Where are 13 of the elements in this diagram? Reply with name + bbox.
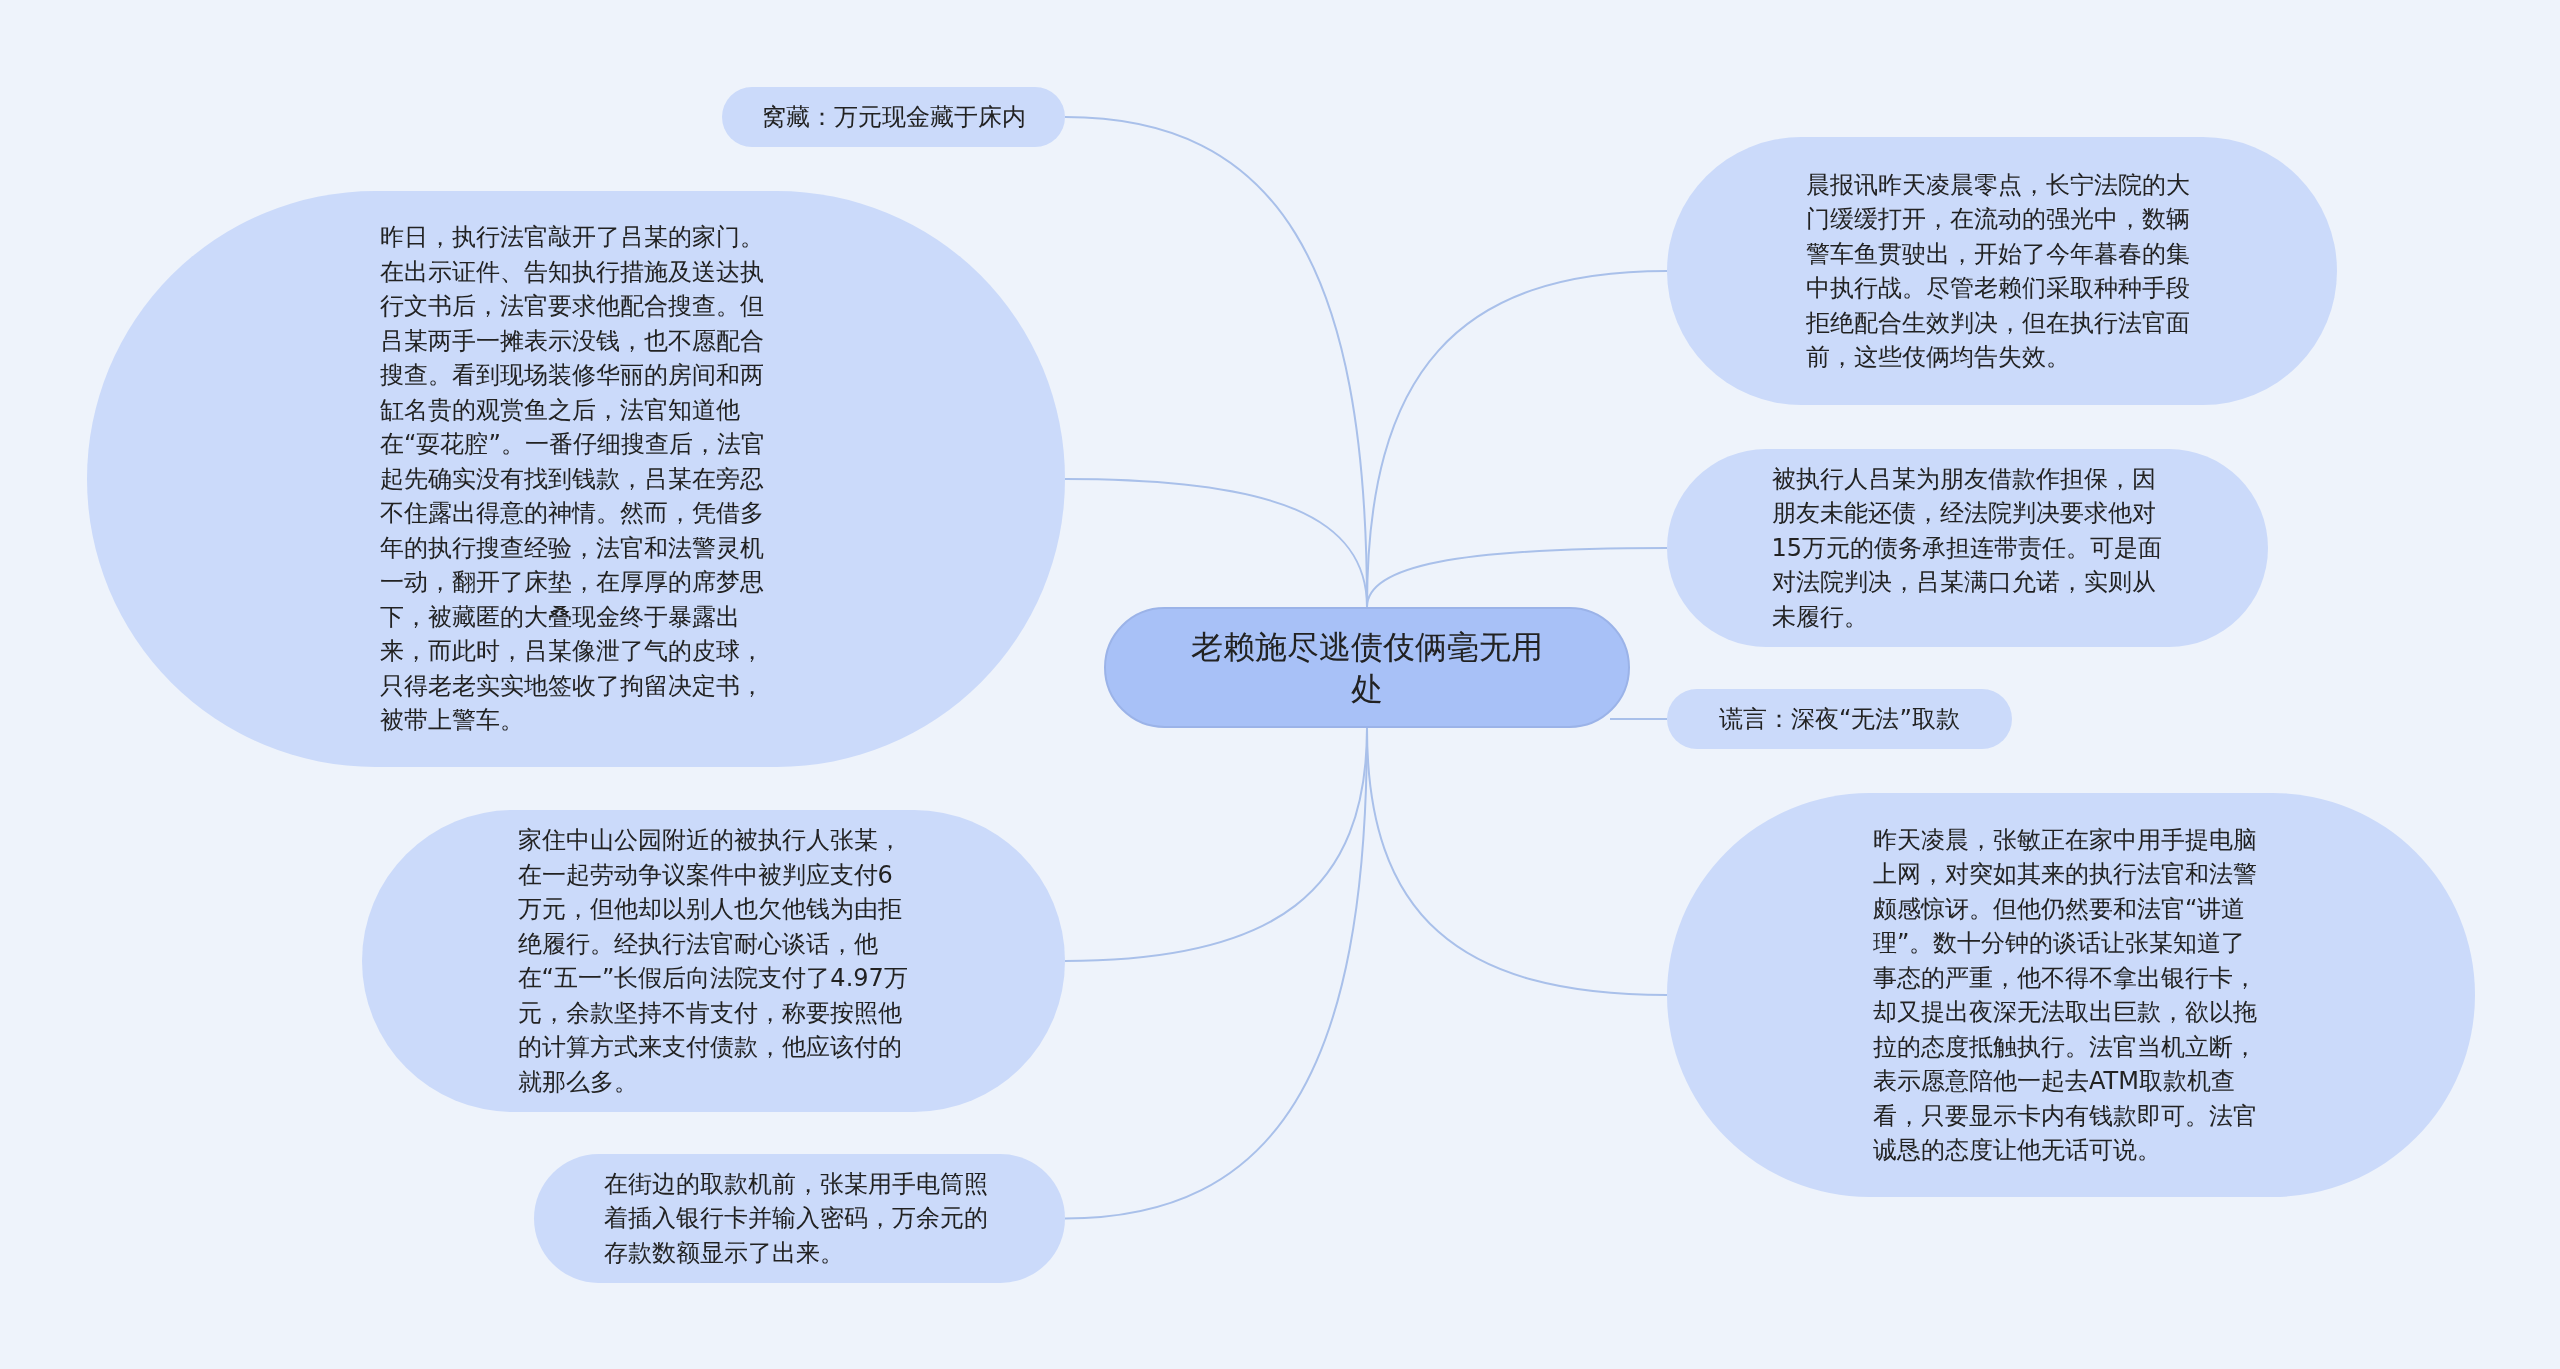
- topic-text: 窝藏：万元现金藏于床内: [761, 101, 1026, 133]
- topic-text: 昨天凌晨，张敏正在家中用手提电脑上网，对突如其来的执行法官和法警颇感惊讶。但他仍然要和法官“讲道理”。数十分钟的谈话让张某知道了事态的严重，他不得不拿出银行卡，却又提出夜深无法取出巨款，欲以拖拉的态度抵触执行。法官当机立断，表示愿意陪他一起去ATM取款机查看，只要显示卡内有钱款即可。法官诚恳的态度让他无话可说。: [1873, 824, 2258, 1166]
- topic-text: 家住中山公园附近的被执行人张某，在一起劳动争议案件中被判应支付6万元，但他却以别人也欠他钱为由拒绝履行。经执行法官耐心谈话，他在“五一”长假后向法院支付了4.97万元，余款坚持不肯支付，称要按照他的计算方式来支付债款，他应该付的就那么多。: [517, 825, 909, 1098]
- topic-text: 在街边的取款机前，张某用手电筒照着插入银行卡并输入密码，万余元的存款数额显示了出来。: [603, 1168, 989, 1269]
- topic-text: 被执行人吕某为朋友借款作担保，因朋友未能还债，经法院判决要求他对15万元的债务承担连带责任。可是面对法院判决，吕某满口允诺，实则从未履行。: [1771, 463, 2164, 633]
- topic-bubble: [1667, 689, 2012, 749]
- topic-text: 谎言：深夜“无法”取款: [1719, 703, 1960, 735]
- central-topic-text: 老赖施尽逃债伎俩毫无用处: [1190, 626, 1544, 710]
- topic-text: 昨日，执行法官敲开了吕某的家门。在出示证件、告知执行措施及送达执行文书后，法官要求他配合搜查。但吕某两手一摊表示没钱，也不愿配合搜查。看到现场装修华丽的房间和两缸名贵的观赏鱼之后，法官知道他在“耍花腔”。一番仔细搜查后，法官起先确实没有找到钱款，吕某在旁忍不住露出得意的神情。然而，凭借多年的执行搜查经验，法官和法警灵机一动，翻开了床垫，在厚厚的席梦思下，被藏匿的大叠现金终于暴露出来，而此时，吕某像泄了气的皮球，只得老老实实地签收了拘留决定书，被带上警车。: [380, 222, 766, 737]
- topic-bubble: [722, 87, 1065, 147]
- connector-line: [1366, 547, 1668, 608]
- topic-text: 晨报讯昨天凌晨零点，长宁法院的大门缓缓打开，在流动的强光中，数辆警车鱼贯驶出，开始了今年暮春的集中执行战。尽管老赖们采取种种手段拒绝配合生效判决，但在执行法官面前，这些伎俩均告失效。: [1806, 169, 2191, 373]
- connector-line: [1609, 718, 1668, 720]
